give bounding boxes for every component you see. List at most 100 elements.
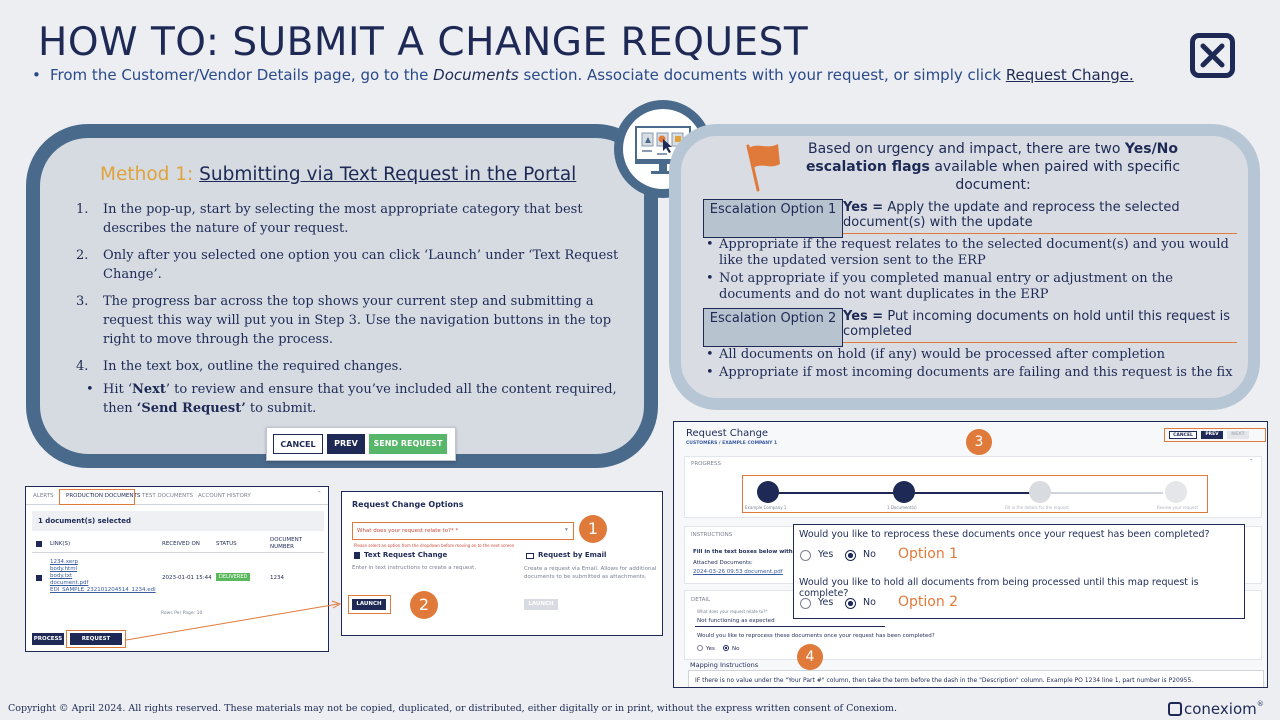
bullet: • (706, 347, 714, 362)
reprocess-question: Would you like to reprocess these docume… (697, 633, 935, 639)
file-link[interactable]: document.pdf (50, 580, 89, 586)
substep-pre: Hit ‘ (103, 382, 132, 397)
request-change-link[interactable]: Request Change. (1005, 66, 1134, 84)
instructions-text: Fill in the text boxes below with the (693, 549, 805, 555)
request-change-button[interactable]: REQUEST CHANGE (70, 633, 122, 651)
bullet: • (86, 382, 94, 397)
received-on: 2023-01-01 15:44 (162, 575, 212, 581)
file-link[interactable]: body.txt (50, 573, 73, 579)
escalation-flags: Yes/No escalation flags (805, 141, 1179, 175)
option-2-no-radio[interactable] (845, 598, 856, 609)
option-2-description: Put incoming documents on hold until thi… (843, 309, 1230, 339)
method-heading: Method 1: Submitting via Text Request in… (100, 164, 576, 185)
escalation-option-2-badge: Escalation Option 2 (703, 308, 843, 347)
chevron-up-icon[interactable]: ⌃ (1249, 459, 1254, 465)
yes-radio[interactable] (697, 645, 703, 651)
bullet: • (706, 365, 714, 380)
attached-label: Attached Documents: (693, 560, 753, 566)
select-all-checkbox[interactable] (36, 541, 42, 547)
send-request-button[interactable]: SEND REQUEST (369, 434, 447, 454)
bullet: • (706, 237, 714, 252)
progress-section: PROGRESS ⌃ Example Company 1 1 Document(… (684, 456, 1262, 518)
prev-button[interactable]: PREV (1201, 431, 1223, 439)
step-user-icon (757, 481, 779, 503)
relate-select[interactable]: Not functioning as expected (695, 615, 885, 627)
connector-line (125, 603, 339, 641)
process-button[interactable]: PROCESS (32, 633, 64, 645)
option-1-label: Option 1 (898, 546, 959, 562)
option-1-yes-radio[interactable] (800, 550, 811, 561)
intro-mid: section. Associate documents with your r… (518, 66, 1006, 84)
nav-button-group: CANCEL PREV NEXT (1164, 428, 1266, 442)
email-request-description: Create a request via Email. Allows for a… (524, 566, 657, 580)
tab-production-documents[interactable]: PRODUCTION DOCUMENTS (66, 493, 141, 499)
no-radio[interactable] (723, 645, 729, 651)
method-1-panel: Method 1: Submitting via Text Request in… (26, 124, 658, 468)
file-link[interactable]: EDI_SAMPLE_232101204514_1234.edi (50, 587, 156, 593)
list-item-text: Not appropriate if you completed manual … (719, 271, 1174, 302)
relate-value: Not functioning as expected (697, 618, 775, 624)
file-link[interactable]: 1234.xerp (50, 559, 78, 565)
detail-label: DETAIL (691, 597, 711, 603)
chevron-up-icon[interactable]: ⌃ (317, 491, 322, 497)
step-check-icon (1165, 481, 1187, 503)
column-header: LINK(S) (50, 541, 71, 547)
table-row[interactable]: 1234.xerp body.html body.txt document.pd… (32, 557, 324, 601)
chevron-down-icon: ▾ (565, 527, 568, 533)
tab-test-documents[interactable]: TEST DOCUMENTS (142, 493, 194, 499)
step-item: 1. In the pop-up, start by selecting the … (76, 200, 636, 238)
email-request-title: Request by Email (538, 551, 607, 559)
conexiom-logo-icon (1168, 702, 1182, 716)
step-label: Fill in the details for the request (1005, 505, 1069, 510)
category-select[interactable]: What does your request relate to?* * ▾ (352, 522, 574, 540)
highlight-ring (59, 489, 135, 505)
mapping-instructions-field[interactable]: IF there is no value under the "Your Par… (688, 670, 1264, 687)
arrowhead (331, 600, 342, 609)
text-request-description: Enter in text instructions to create a r… (352, 565, 477, 571)
option-1-no-radio[interactable] (845, 550, 856, 561)
request-change-title: Request Change (686, 428, 769, 439)
document-number: 1234 (270, 575, 284, 581)
method-steps: 1. In the pop-up, start by selecting the … (76, 200, 636, 418)
list-item-text: All documents on hold (if any) would be … (719, 347, 1165, 362)
substep-post: to submit. (245, 401, 317, 416)
breadcrumb[interactable]: CUSTOMERS / EXAMPLE COMPANY 1 (686, 441, 778, 446)
no-label: No (863, 597, 876, 608)
tab-account-history[interactable]: ACCOUNT HISTORY (198, 493, 251, 499)
rows-per-page[interactable]: Rows Per Page: 10 (161, 611, 203, 616)
no-label: No (732, 646, 740, 652)
list-item: • All documents on hold (if any) would be… (706, 347, 1236, 363)
substep-item: • Hit ‘Next’ to review and ensure that y… (76, 380, 636, 418)
tab-alerts[interactable]: ALERTS (33, 493, 54, 499)
highlight-ring (66, 630, 126, 648)
step-number: 1. (76, 202, 89, 217)
intro-text: •From the Customer/Vendor Details page, … (32, 67, 1182, 84)
conexiom-logo-icon (1190, 33, 1235, 78)
next-button[interactable]: NEXT (1227, 431, 1249, 439)
step-label: 1 Document(s) (887, 505, 917, 510)
step-text: In the pop-up, start by selecting the mo… (103, 202, 583, 236)
row-checkbox[interactable] (36, 575, 42, 581)
mapping-text: IF there is no value under the "Your Par… (695, 677, 1194, 684)
status-badge: DELIVERED (216, 573, 251, 581)
text-request-title: Text Request Change (364, 551, 448, 559)
step-marker-1: 1 (579, 515, 607, 543)
navigation-button-bar: CANCEL PREV SEND REQUEST (266, 427, 456, 461)
copyright: Copyright © April 2024. All rights reser… (8, 703, 897, 714)
progress-line (769, 492, 899, 494)
option-2-yes-radio[interactable] (800, 598, 811, 609)
substep-send: ‘Send Request’ (136, 401, 246, 416)
prev-button[interactable]: PREV (327, 434, 365, 454)
cancel-button[interactable]: CANCEL (1169, 431, 1197, 439)
attached-file-link[interactable]: 2024-03-26 09:53 document.pdf (693, 569, 783, 575)
list-item: •Appropriate if the request relates to t… (706, 237, 1236, 269)
launch-button[interactable]: LAUNCH (352, 599, 386, 610)
step-marker-3: 3 (966, 429, 992, 455)
cancel-button[interactable]: CANCEL (273, 434, 323, 454)
step-text: In the text box, outline the required ch… (103, 359, 403, 374)
step-text: The progress bar across the top shows yo… (103, 294, 612, 347)
launch-email-button[interactable]: LAUNCH (524, 599, 558, 610)
escalation-panel (669, 124, 1260, 410)
escalation-option-2-text: Yes = Put incoming documents on hold unt… (843, 308, 1237, 343)
file-link[interactable]: body.html (50, 566, 78, 572)
